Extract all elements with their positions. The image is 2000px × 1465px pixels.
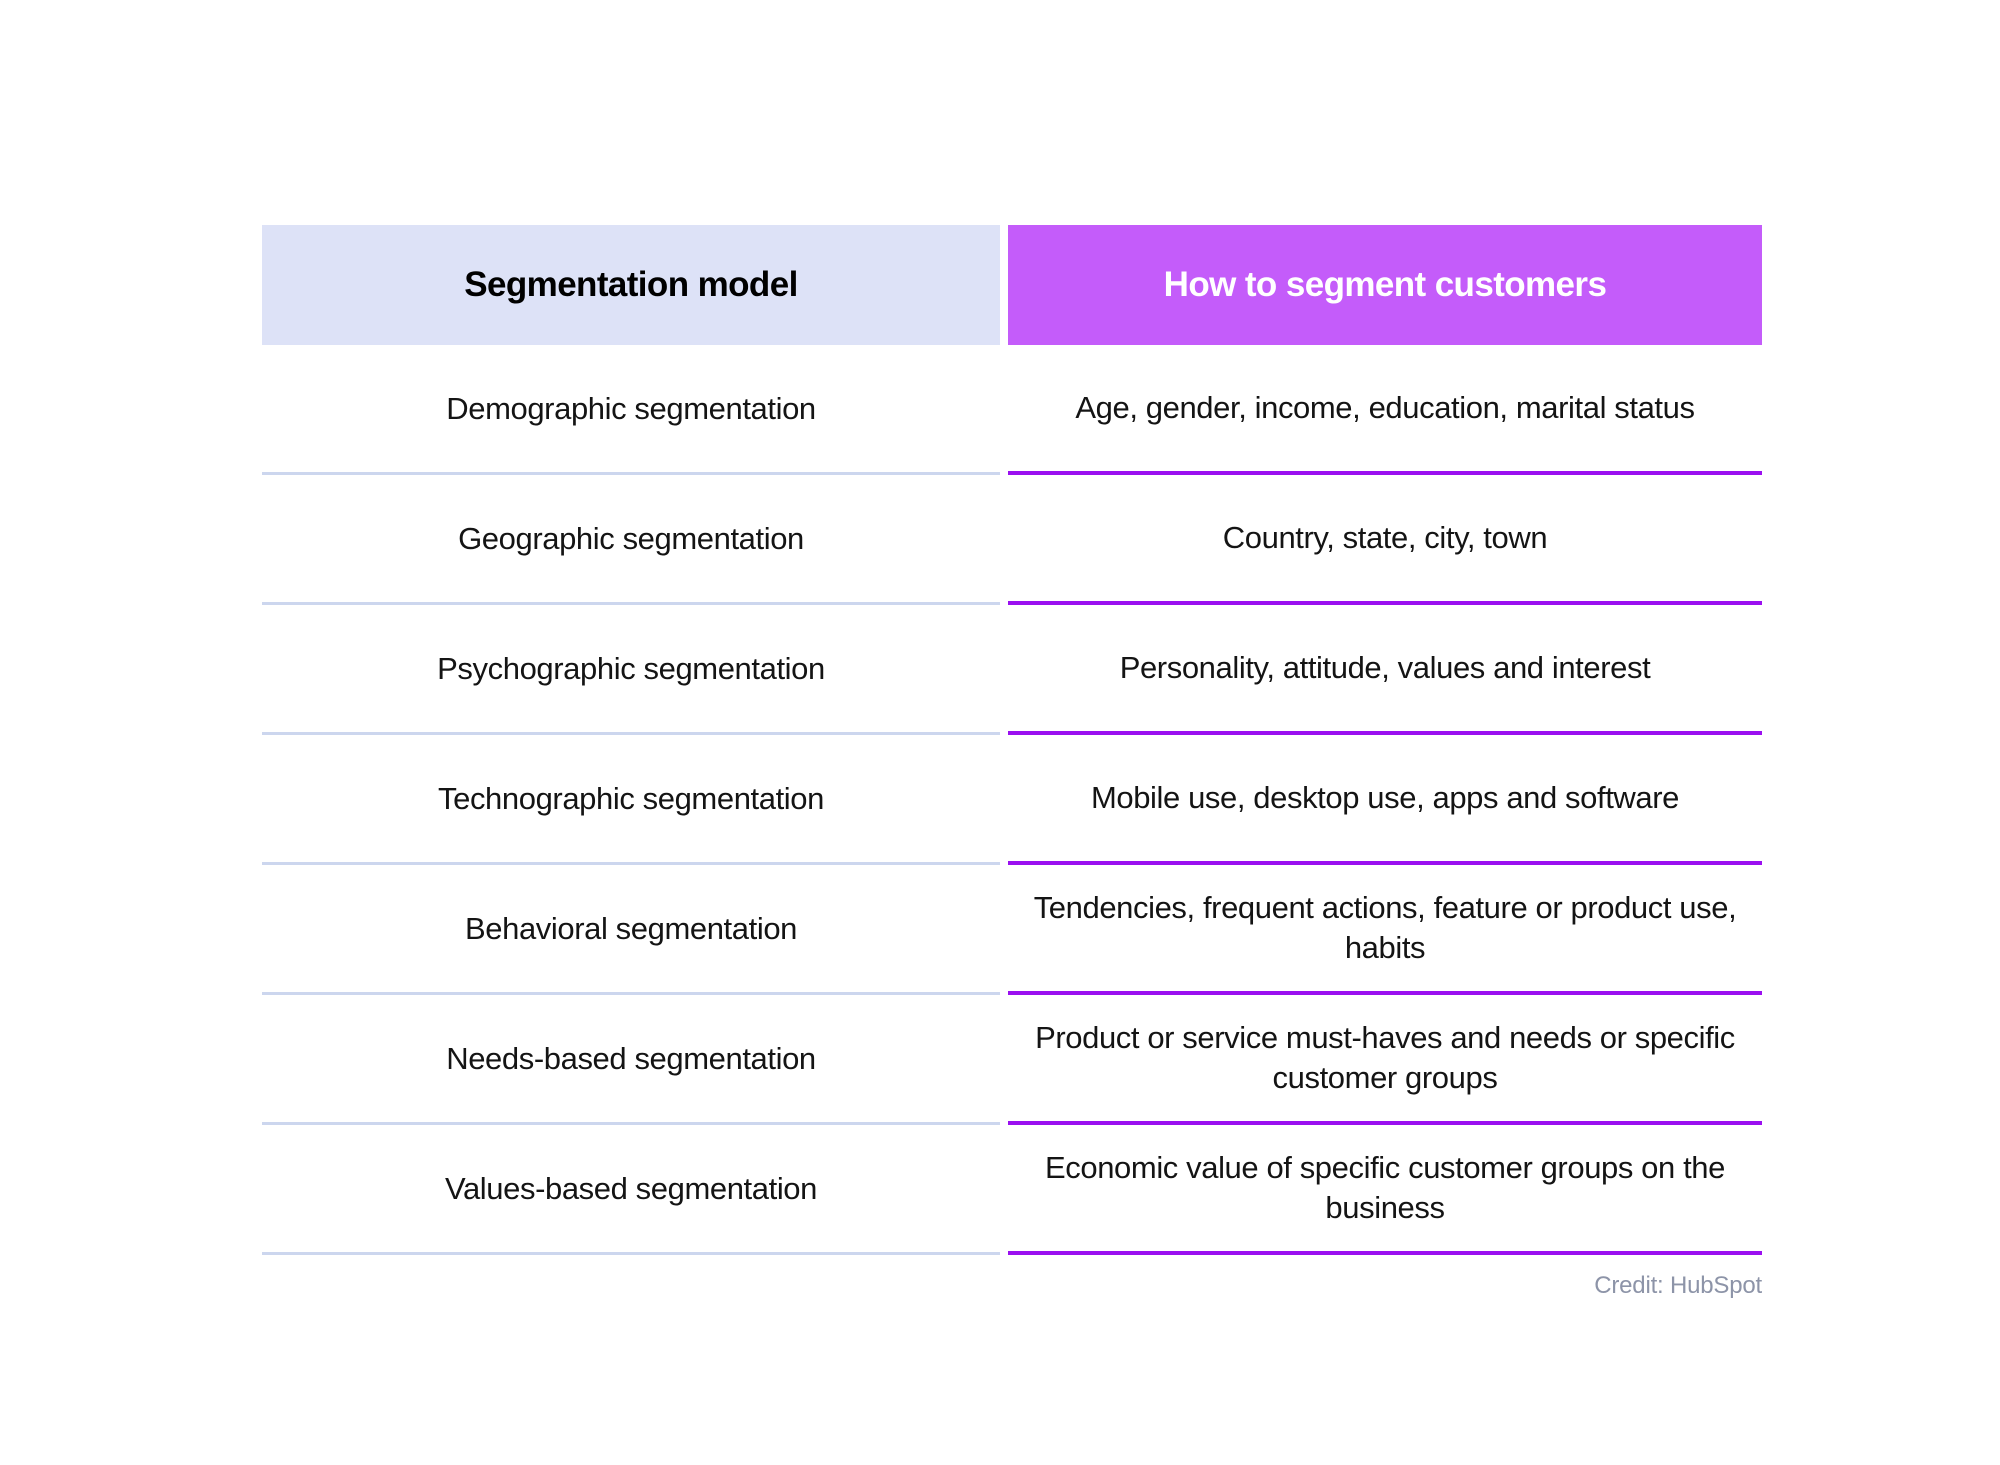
table-row: Demographic segmentation Age, gender, in… xyxy=(262,345,1762,475)
cell-how: Mobile use, desktop use, apps and softwa… xyxy=(1008,735,1762,865)
cell-model-text: Psychographic segmentation xyxy=(437,650,825,686)
cell-model-text: Values-based segmentation xyxy=(444,1170,817,1206)
cell-model-text: Behavioral segmentation xyxy=(464,910,797,946)
cell-model: Needs-based segmentation xyxy=(262,995,1000,1125)
column-header-how-to-segment-customers: How to segment customers xyxy=(1008,225,1762,345)
column-header-segmentation-model: Segmentation model xyxy=(262,225,1000,345)
cell-how: Country, state, city, town xyxy=(1008,475,1762,605)
table-header-row: Segmentation model How to segment custom… xyxy=(262,225,1762,345)
cell-how: Age, gender, income, education, marital … xyxy=(1008,345,1762,475)
table-row: Technographic segmentation Mobile use, d… xyxy=(262,735,1762,865)
table-row: Values-based segmentation Economic value… xyxy=(262,1125,1762,1255)
credit-label: Credit: HubSpot xyxy=(1594,1272,1762,1299)
segmentation-table: Segmentation model How to segment custom… xyxy=(262,225,1762,1255)
column-header-left-label: Segmentation model xyxy=(464,265,798,304)
cell-how-text: Age, gender, income, education, marital … xyxy=(1075,390,1695,426)
cell-model: Psychographic segmentation xyxy=(262,605,1000,735)
column-header-right-label: How to segment customers xyxy=(1163,265,1607,304)
cell-how: Economic value of specific customer grou… xyxy=(1008,1125,1762,1255)
table-row: Psychographic segmentation Personality, … xyxy=(262,605,1762,735)
cell-how: Tendencies, frequent actions, feature or… xyxy=(1008,865,1762,995)
table-row: Behavioral segmentation Tendencies, freq… xyxy=(262,865,1762,995)
table-row: Needs-based segmentation Product or serv… xyxy=(262,995,1762,1125)
cell-how-text: Personality, attitude, values and intere… xyxy=(1119,650,1651,686)
cell-model-text: Needs-based segmentation xyxy=(446,1040,816,1076)
cell-how-text: Product or service must-haves and needs … xyxy=(1035,1020,1735,1095)
cell-model-text: Technographic segmentation xyxy=(438,780,824,816)
cell-model-text: Demographic segmentation xyxy=(446,390,816,426)
cell-how-text: Mobile use, desktop use, apps and softwa… xyxy=(1090,780,1680,816)
cell-model: Behavioral segmentation xyxy=(262,865,1000,995)
table-row: Geographic segmentation Country, state, … xyxy=(262,475,1762,605)
cell-model: Demographic segmentation xyxy=(262,345,1000,475)
cell-model: Geographic segmentation xyxy=(262,475,1000,605)
cell-how-text: Economic value of specific customer grou… xyxy=(1045,1150,1725,1225)
cell-how: Personality, attitude, values and intere… xyxy=(1008,605,1762,735)
cell-model: Values-based segmentation xyxy=(262,1125,1000,1255)
cell-how-text: Tendencies, frequent actions, feature or… xyxy=(1033,890,1737,965)
cell-how: Product or service must-haves and needs … xyxy=(1008,995,1762,1125)
cell-model: Technographic segmentation xyxy=(262,735,1000,865)
cell-how-text: Country, state, city, town xyxy=(1222,520,1548,556)
cell-model-text: Geographic segmentation xyxy=(458,520,804,556)
